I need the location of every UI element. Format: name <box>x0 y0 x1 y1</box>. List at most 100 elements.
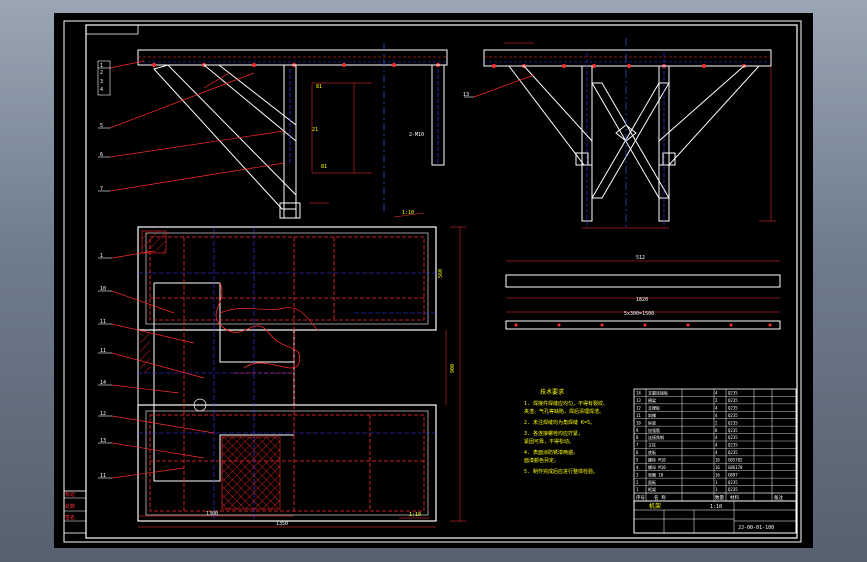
bom-cell: 4 <box>715 435 718 440</box>
bom-cell: 框架 <box>648 486 656 492</box>
bom-header-cell: 材料 <box>730 494 739 501</box>
bom-cell: 加强筋 <box>648 427 660 433</box>
bar-dim: 1820 <box>636 297 648 303</box>
bom-cell: GB6170 <box>728 465 743 470</box>
bom-cell: 11 <box>636 413 641 418</box>
part-label: 2 <box>100 70 103 76</box>
drawing-scale: 1:10 <box>710 504 722 510</box>
part-label: 4 <box>100 87 103 93</box>
bom-cell: 2 <box>715 420 718 425</box>
bom-cell: 8 <box>715 428 718 433</box>
bom-cell: 底板 <box>648 449 656 455</box>
part-label: 11 <box>100 348 106 354</box>
plan-view: 900 560 1300 1350 1:10 1:10 <box>98 210 466 528</box>
bom-header-cell: 数量 <box>715 494 724 501</box>
bom-cell: 面板 <box>648 479 656 485</box>
bom-cell: 16 <box>715 472 720 477</box>
bom-cell: 1 <box>715 487 718 492</box>
bom-cell: 9 <box>636 428 639 433</box>
notes-line: 紧固可靠，不得松动。 <box>524 438 574 445</box>
bom-cell: 4 <box>715 443 718 448</box>
sheet-border <box>63 20 802 543</box>
bom-cell: 8 <box>636 435 639 440</box>
bom-cell: 螺母 M10 <box>648 464 666 470</box>
bom-cell: 4 <box>715 413 718 418</box>
bom-cell: GB5782 <box>728 457 743 462</box>
notes-line: 4. 表面涂防锈漆两遍， <box>524 449 578 456</box>
drawing-number: JJ-00-01-100 <box>738 525 774 531</box>
bom-cell: Q235 <box>728 435 738 440</box>
bom-cell: Q235 <box>728 391 738 396</box>
bom-cell: 螺栓 M10 <box>648 456 666 462</box>
part-label: 12 <box>100 411 106 417</box>
notes-line: 夹渣、气孔等缺陷，焊后清理焊渣。 <box>524 408 604 415</box>
bom-cell: 16 <box>715 457 720 462</box>
bom-cell: Q235 <box>728 420 738 425</box>
bom-cell: 4 <box>715 391 718 396</box>
bom-cell: 横梁 <box>648 397 656 403</box>
plan-callout: 1:10 <box>402 210 414 216</box>
bom-cell: 12 <box>636 405 641 410</box>
bom-cell: 纵梁 <box>648 419 656 425</box>
part-label: 13 <box>100 438 106 444</box>
bom-cell: Q235 <box>728 428 738 433</box>
part-label: 3 <box>100 79 103 85</box>
bom-cell: 10 <box>636 420 641 425</box>
bom-cell: 连接角钢 <box>648 434 664 440</box>
part-label: 13 <box>463 92 469 98</box>
bom-cell: 6 <box>636 450 639 455</box>
front-elevation-view: 81 21 81 2-M10 1 2 3 4 5 6 <box>97 43 448 219</box>
bar-detail-view: 512 1820 5x300=1500 <box>505 255 781 330</box>
side-elevation-view: 13 <box>463 38 776 229</box>
cad-drawing: 标记 处数 签名 <box>63 20 802 543</box>
bom-cell: 2 <box>715 398 718 403</box>
left-stamp: 标记 处数 签名 <box>63 490 87 534</box>
bom-cell: 1 <box>715 480 718 485</box>
left-stamp-label: 标记 <box>65 491 75 498</box>
part-label: 11 <box>100 319 106 325</box>
left-stamp-label: 签名 <box>65 514 75 521</box>
elevation-dim-text: 81 <box>321 164 327 170</box>
bom-cell: 4 <box>715 405 718 410</box>
bom-header-cell: 名 称 <box>654 494 666 501</box>
plan-dim-right: 900 <box>450 364 456 373</box>
title-block: 机架 1:10 JJ-00-01-100 <box>633 500 797 534</box>
bom-cell: 13 <box>636 398 641 403</box>
elevation-dim-text: 2-M10 <box>409 132 424 138</box>
bar-dim: 512 <box>636 255 645 261</box>
bom-cell: Q235 <box>728 405 738 410</box>
plan-callout: 1:10 <box>409 512 421 518</box>
bom-cell: GB97 <box>728 472 738 477</box>
bom-cell: Q235 <box>728 480 738 485</box>
plan-dim-right: 560 <box>438 269 444 278</box>
bom-cell: 4 <box>715 450 718 455</box>
notes-line: 1. 焊接件焊缝应均匀，不得有裂纹、 <box>524 400 608 407</box>
bom-cell: 16 <box>715 465 720 470</box>
bom-cell: Q235 <box>728 450 738 455</box>
bom-cell: Q235 <box>728 487 738 492</box>
bom-cell: Q235 <box>728 443 738 448</box>
notes-line: 5. 制作完成后应进行整体检验。 <box>524 468 598 475</box>
bom-cell: 7 <box>636 443 639 448</box>
bom-cell: 支撑板 <box>648 404 660 410</box>
part-label: 7 <box>100 186 103 192</box>
bom-cell: 垫圈 10 <box>648 471 664 477</box>
part-label: 10 <box>100 286 106 292</box>
bom-cell: 斜撑 <box>648 412 656 418</box>
left-stamp-label: 处数 <box>65 503 75 510</box>
notes-line: 2. 未注焊缝均为角焊缝 K=5。 <box>524 419 595 426</box>
part-label: 1 <box>100 63 103 69</box>
bom-cell: 5 <box>636 457 639 462</box>
notes-line: 面漆颜色另定。 <box>524 457 559 464</box>
part-label: 6 <box>100 152 103 158</box>
plan-dim-bottom: 1350 <box>276 521 288 527</box>
elevation-dim-text: 21 <box>312 127 318 133</box>
bom-cell: 14 <box>636 391 641 396</box>
cad-viewport[interactable]: 标记 处数 签名 <box>54 13 813 548</box>
bom-cell: 1 <box>636 487 639 492</box>
bom-cell: Q235 <box>728 413 738 418</box>
plan-dim-bottom: 1300 <box>206 511 218 517</box>
part-label: 5 <box>100 123 103 129</box>
bom-cell: 4 <box>636 465 639 470</box>
